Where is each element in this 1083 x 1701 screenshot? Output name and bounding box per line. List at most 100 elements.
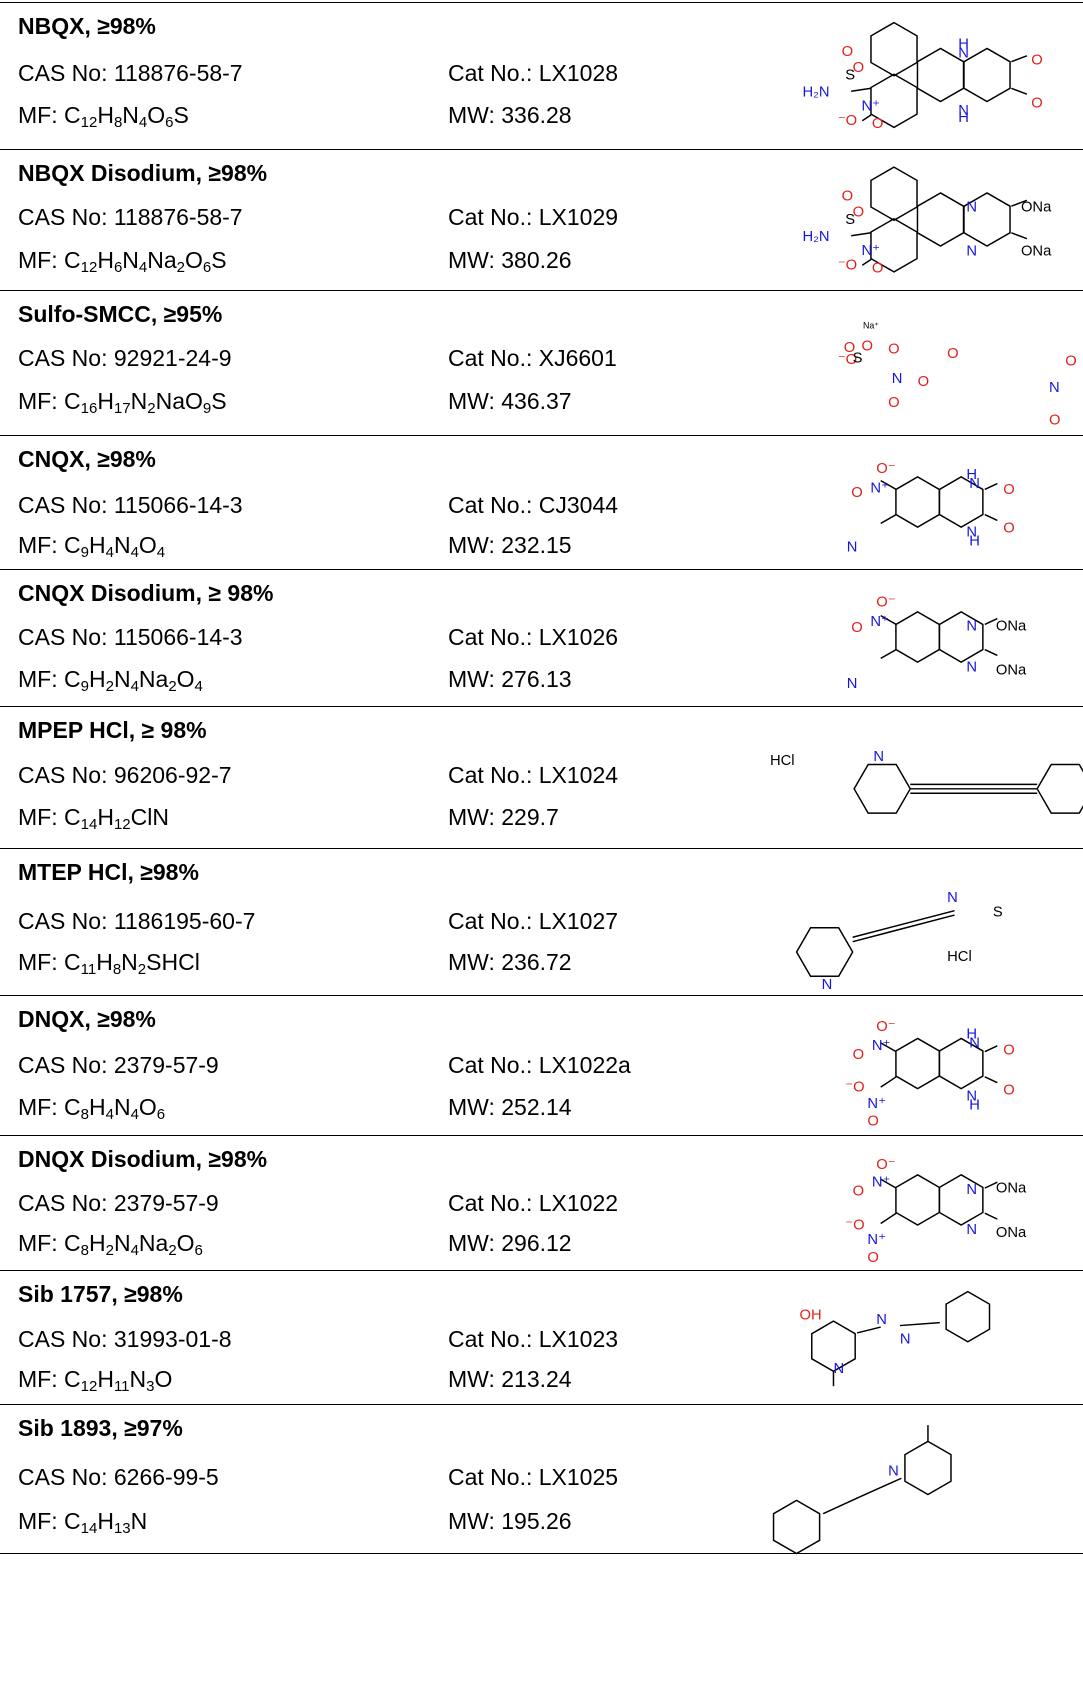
atom-label: ONa: [1021, 199, 1052, 215]
substituent-bond: [852, 909, 955, 943]
ring-bond: [963, 192, 1011, 247]
atom-label: N: [966, 1182, 977, 1198]
atom-label: O: [853, 1183, 864, 1199]
atom-label: O: [1003, 482, 1014, 498]
atom-label: S: [993, 905, 1003, 921]
atom-label: ONa: [996, 1225, 1027, 1241]
ring-bond: [895, 1173, 941, 1226]
atom-label: H: [969, 534, 980, 550]
atom-label: H: [958, 110, 969, 126]
cas-number: CAS No: 118876-58-7: [18, 204, 243, 230]
atom-label: ONa: [996, 1181, 1027, 1197]
atom-label: H: [966, 467, 977, 483]
ring-bond: [938, 1037, 984, 1090]
ring-bond: [904, 1440, 952, 1496]
molecular-weight: MW: 195.26: [448, 1508, 572, 1534]
atom-label: H: [969, 1097, 980, 1113]
atom-label: ⁻O: [845, 1080, 864, 1096]
atom-label: O: [1031, 95, 1042, 111]
product-name: MPEP HCl, ≥ 98%: [18, 717, 207, 743]
molecular-weight: MW: 236.72: [448, 949, 572, 975]
atom-label: N: [966, 525, 977, 541]
atom-label: ⁻O: [838, 352, 857, 368]
atom-label: N⁺: [867, 1096, 885, 1112]
atom-label: N: [958, 103, 969, 119]
atom-label: N: [892, 371, 903, 387]
molecular-formula: MF: C16H17N2NaO9S: [18, 388, 227, 417]
atom-label: O: [853, 1047, 864, 1063]
molecular-formula: MF: C14H12ClN: [18, 804, 169, 833]
cas-number: CAS No: 6266-99-5: [18, 1464, 219, 1490]
catalog-number: Cat No.: XJ6601: [448, 345, 617, 371]
substituent-bond: [851, 55, 1028, 122]
ring-bond: [870, 21, 918, 77]
atom-label: O: [844, 340, 855, 356]
substituent-bond: [880, 479, 998, 525]
atom-label: N: [966, 244, 977, 260]
atom-label: N⁺: [867, 1232, 885, 1248]
atom-label: OH: [800, 1308, 822, 1324]
atom-label: O: [842, 188, 853, 204]
atom-label: N: [966, 660, 977, 676]
atom-label: N: [900, 1331, 911, 1347]
molecular-formula: MF: C11H8N2SHCl: [18, 949, 200, 978]
ring-bond: [795, 926, 854, 978]
atom-label: ⁻O: [838, 113, 857, 129]
atom-label: ONa: [996, 618, 1027, 634]
atom-label: O: [888, 342, 899, 358]
ring-bond: [772, 1499, 821, 1555]
molecular-weight: MW: 436.37: [448, 388, 572, 414]
atom-label: N: [847, 539, 858, 555]
ring-bond: [895, 1037, 941, 1090]
product-name: Sulfo-SMCC, ≥95%: [18, 301, 223, 327]
ring-bond: [938, 1173, 984, 1226]
molecular-weight: MW: 229.7: [448, 804, 559, 830]
cas-number: CAS No: 2379-57-9: [18, 1052, 219, 1078]
atom-label: ⁻O: [838, 258, 857, 274]
product-name: DNQX Disodium, ≥98%: [18, 1146, 268, 1172]
atom-label: H₂N: [802, 84, 829, 100]
substituent-bond: [880, 614, 998, 660]
atom-label: ONa: [1021, 244, 1052, 260]
ring-bond: [1036, 763, 1083, 814]
atom-label: N: [888, 1463, 899, 1479]
atom-label: O⁻: [876, 595, 895, 611]
atom-label: N⁺: [862, 98, 880, 114]
atom-label: N: [822, 977, 833, 993]
ring-bond: [963, 47, 1011, 103]
substituent-bond: [910, 783, 1038, 794]
product-name: CNQX Disodium, ≥ 98%: [18, 580, 274, 606]
ring-bond: [853, 763, 912, 814]
molecular-formula: MF: C12H11N3O: [18, 1366, 173, 1395]
atom-label: O: [1003, 1043, 1014, 1059]
atom-label: HCl: [947, 949, 972, 965]
atom-label: O: [888, 395, 899, 411]
catalog-number: Cat No.: LX1027: [448, 908, 619, 934]
substituent-bond: [880, 1042, 998, 1088]
product-name: NBQX Disodium, ≥98%: [18, 160, 268, 186]
substituent-bond: [851, 199, 1028, 266]
atom-label: N: [966, 199, 977, 215]
molecular-weight: MW: 213.24: [448, 1366, 572, 1392]
atom-label: O: [947, 346, 958, 362]
atom-label: O: [867, 1250, 878, 1266]
atom-label: N: [847, 676, 858, 692]
atom-label: N: [1049, 380, 1060, 396]
ring-bond: [945, 1290, 991, 1343]
atom-label: O: [1003, 1083, 1014, 1099]
atom-label: S: [845, 212, 855, 228]
